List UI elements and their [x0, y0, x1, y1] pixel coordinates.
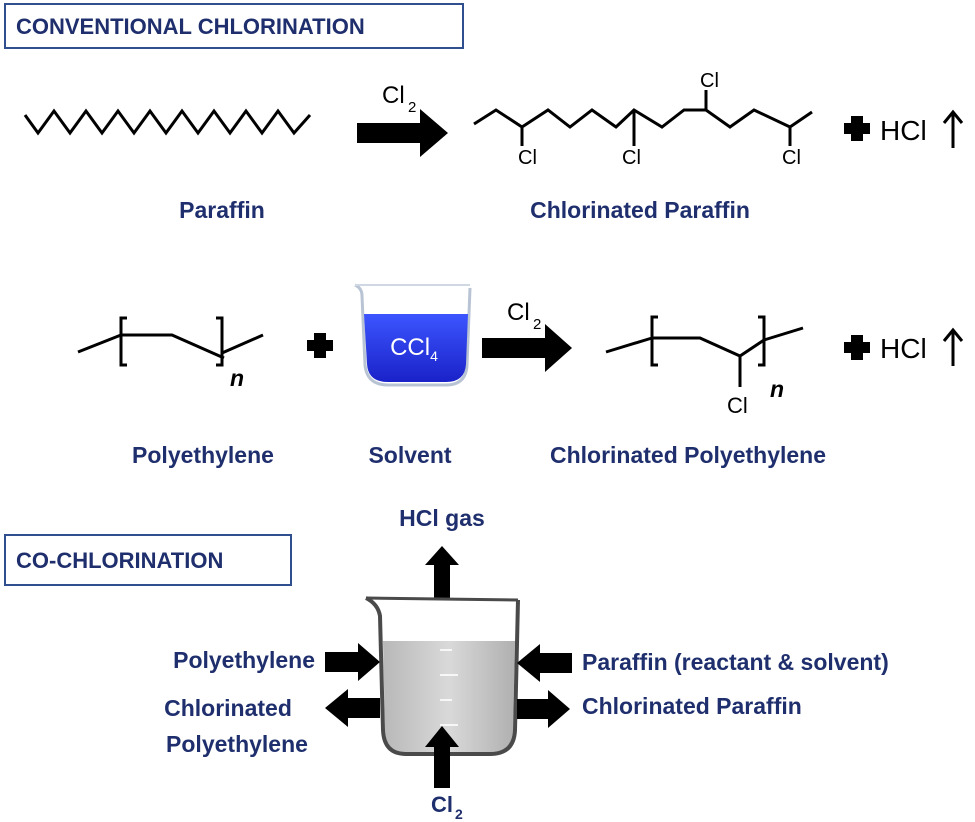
paraffin-input-label: Paraffin (reactant & solvent): [582, 649, 889, 675]
conventional-title-box: CONVENTIONAL CHLORINATION: [4, 3, 464, 49]
gas-evolution-arrow-icon: [942, 109, 964, 148]
svg-text:CCl4: CCl4: [390, 334, 438, 364]
cl-substituent: Cl: [700, 70, 719, 92]
polyethylene-input-label: Polyethylene: [173, 647, 315, 673]
chlorinated-polyethylene-output-label-1: Chlorinated: [164, 695, 292, 721]
reaction-arrow-2: [482, 324, 572, 372]
plus-icon: [307, 333, 333, 358]
repeat-subscript: n: [770, 376, 784, 402]
plus-icon: [844, 116, 870, 141]
reactor-beaker: [365, 596, 520, 756]
chlorinated-paraffin-label: Chlorinated Paraffin: [530, 197, 750, 223]
input-arrow-paraffin: [517, 644, 572, 682]
co-chlorination-title-box: CO-CHLORINATION: [4, 534, 292, 586]
chlorinated-polyethylene-structure: Cl n: [605, 315, 804, 418]
input-arrow-polyethylene: [325, 643, 380, 681]
output-arrow-chlorinated-polyethylene: [325, 689, 380, 727]
solvent-label: Solvent: [368, 442, 451, 468]
svg-text:2: 2: [455, 806, 463, 822]
output-arrow-chlorinated-paraffin: [517, 690, 570, 728]
reagent-label-2: Cl 2: [507, 299, 541, 333]
plus-icon: [844, 335, 870, 360]
co-chlorination-title: CO-CHLORINATION: [16, 548, 223, 573]
svg-text:Cl: Cl: [382, 82, 405, 109]
paraffin-structure: [23, 108, 312, 136]
hcl-gas-label: HCl gas: [399, 505, 485, 531]
hcl-byproduct-2: HCl: [880, 333, 927, 364]
svg-text:Cl: Cl: [507, 299, 530, 326]
svg-text:Cl: Cl: [431, 792, 453, 817]
repeat-subscript: n: [230, 365, 244, 391]
cl-substituent: Cl: [518, 147, 537, 169]
chlorinated-paraffin-structure: Cl Cl Cl Cl: [473, 70, 813, 169]
svg-text:2: 2: [408, 99, 416, 116]
chlorinated-polyethylene-output-label-2: Polyethylene: [166, 731, 308, 757]
chlorinated-polyethylene-label: Chlorinated Polyethylene: [550, 442, 826, 468]
gas-out-arrow: [425, 546, 459, 600]
reagent-label-1: Cl 2: [382, 82, 416, 116]
chlorine-input-arrow: [425, 726, 459, 788]
polyethylene-structure: n: [77, 316, 264, 391]
conventional-title: CONVENTIONAL CHLORINATION: [16, 14, 365, 39]
gas-evolution-arrow-icon: [942, 327, 964, 366]
svg-text:2: 2: [533, 316, 541, 333]
polyethylene-label: Polyethylene: [132, 442, 274, 468]
chlorine-input-label: Cl 2: [431, 792, 463, 822]
cl-substituent: Cl: [727, 393, 748, 418]
reaction-arrow-1: [357, 109, 448, 157]
cl-substituent: Cl: [622, 147, 641, 169]
chlorinated-paraffin-output-label: Chlorinated Paraffin: [582, 693, 802, 719]
cl-substituent: Cl: [782, 147, 801, 169]
solvent-beaker: CCl4: [354, 283, 472, 387]
hcl-byproduct-1: HCl: [880, 115, 927, 146]
paraffin-label: Paraffin: [179, 197, 265, 223]
